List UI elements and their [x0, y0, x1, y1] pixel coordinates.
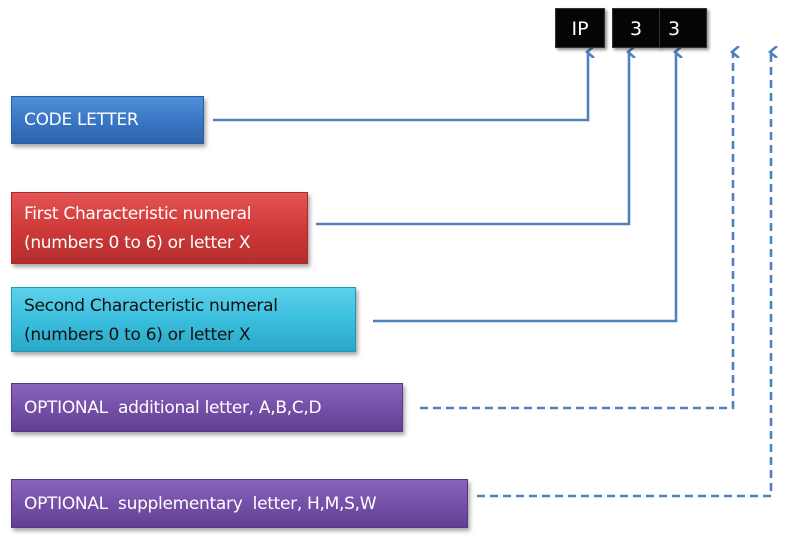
code-letter-box: CODE LETTER — [11, 96, 204, 144]
connector-second-numeral — [373, 52, 676, 323]
connector-optional-additional — [420, 52, 733, 410]
code-box-ip: IP — [555, 8, 605, 48]
first-numeral-box: First Characteristic numeral (numbers 0 … — [11, 192, 308, 264]
first-numeral-line-2: (numbers 0 to 6) or letter X — [24, 233, 251, 253]
connector-optional-supplementary — [477, 52, 771, 498]
second-numeral-line-2: (numbers 0 to 6) or letter X — [24, 325, 251, 345]
second-numeral-line-1: Second Characteristic numeral — [24, 296, 278, 316]
second-numeral-box: Second Characteristic numeral (numbers 0… — [11, 287, 356, 352]
first-numeral-line-1: First Characteristic numeral — [24, 204, 252, 224]
connector-code-letter — [213, 52, 588, 122]
connector-first-numeral — [316, 52, 629, 226]
optional-additional-box: OPTIONAL additional letter, A,B,C,D — [11, 383, 403, 432]
optional-supplementary-box: OPTIONAL supplementary letter, H,M,S,W — [11, 479, 468, 528]
code-box-second-digit: 3 — [659, 8, 707, 48]
code-box-first-digit: 3 — [612, 8, 660, 48]
optional-additional-label: OPTIONAL additional letter, A,B,C,D — [24, 398, 322, 418]
optional-supplementary-label: OPTIONAL supplementary letter, H,M,S,W — [24, 494, 377, 514]
code-letter-label: CODE LETTER — [24, 110, 139, 130]
